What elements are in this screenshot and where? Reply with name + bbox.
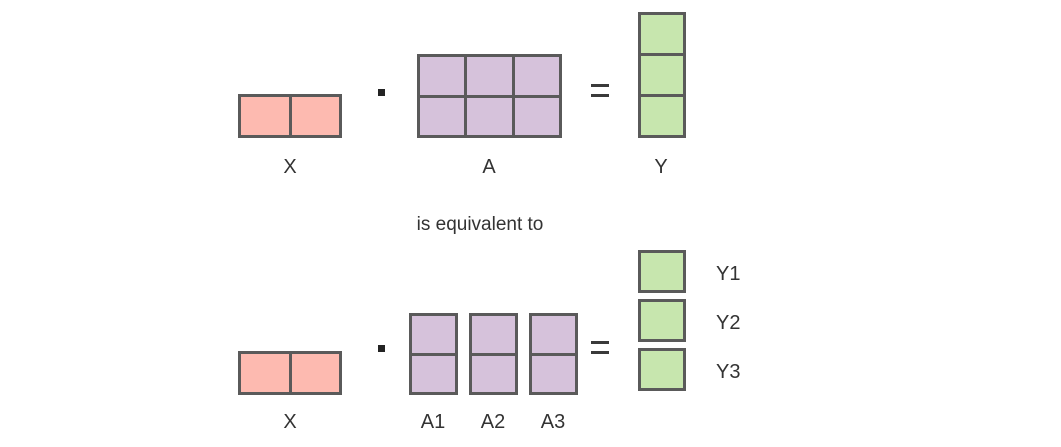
matrix-label-a2: A2 xyxy=(480,411,506,433)
matrix-a3 xyxy=(529,313,578,395)
matrix-cell xyxy=(641,351,683,388)
matrix-label-a-top: A xyxy=(482,156,496,178)
matrix-cell xyxy=(291,97,339,135)
matrix-y-top xyxy=(638,12,686,138)
matrix-a2 xyxy=(469,313,518,395)
matrix-label-a3: A3 xyxy=(540,411,566,433)
matrix-cell xyxy=(641,56,683,94)
matrix-cell xyxy=(467,57,512,95)
matrix-cell xyxy=(467,97,512,135)
matrix-cell xyxy=(532,316,575,353)
matrix-a-top xyxy=(417,54,562,138)
matrix-x-bottom xyxy=(238,351,342,395)
matrix-cell xyxy=(241,97,289,135)
matrix-a1 xyxy=(409,313,458,395)
matrix-cell xyxy=(641,253,683,290)
matrix-cell xyxy=(641,97,683,135)
matrix-y3 xyxy=(638,348,686,391)
matrix-label-a1: A1 xyxy=(420,411,446,433)
matrix-label-x-top: X xyxy=(283,156,297,178)
matrix-label-x-bottom: X xyxy=(283,411,297,433)
matrix-label-y2: Y2 xyxy=(716,312,741,334)
matrix-cell xyxy=(420,97,465,135)
matrix-cell xyxy=(412,316,455,353)
matrix-cell xyxy=(420,57,465,95)
matrix-cell xyxy=(241,354,289,392)
matrix-cell xyxy=(641,15,683,53)
equals-sign-top xyxy=(591,83,609,100)
matrix-label-y3: Y3 xyxy=(716,361,741,383)
matrix-cell xyxy=(291,354,339,392)
matrix-cell xyxy=(472,355,515,392)
matrix-label-y1: Y1 xyxy=(716,263,741,285)
multiply-dot-icon-top xyxy=(378,89,385,96)
matrix-y2 xyxy=(638,299,686,342)
matrix-cell xyxy=(514,57,559,95)
matrix-cell xyxy=(412,355,455,392)
matrix-cell xyxy=(472,316,515,353)
equivalence-caption: is equivalent to xyxy=(416,214,544,235)
matrix-y1 xyxy=(638,250,686,293)
matrix-cell xyxy=(641,302,683,339)
matrix-cell xyxy=(532,355,575,392)
matrix-x-top xyxy=(238,94,342,138)
matrix-label-y-top: Y xyxy=(654,156,668,178)
matrix-cell xyxy=(514,97,559,135)
equals-sign-bottom xyxy=(591,340,609,357)
multiply-dot-icon-bottom xyxy=(378,345,385,352)
